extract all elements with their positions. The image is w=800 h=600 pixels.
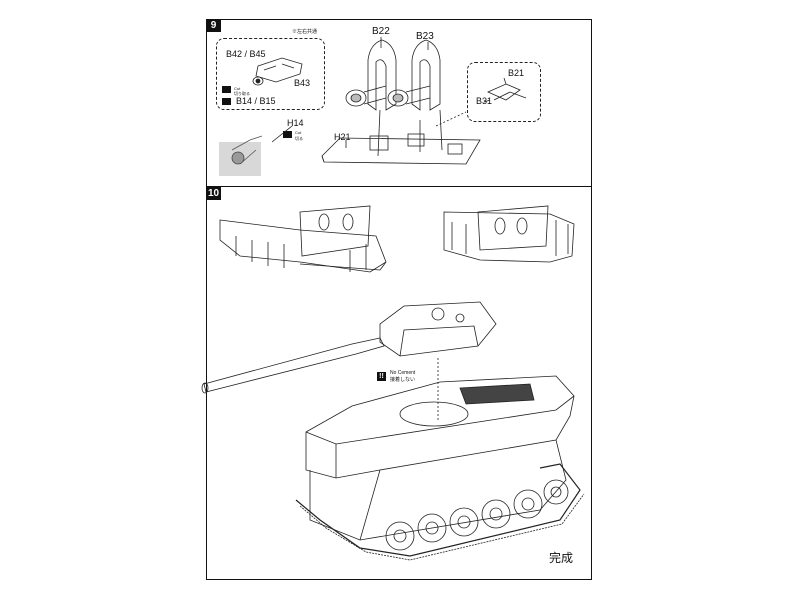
engine-deck-part-illustration (252, 57, 303, 86)
cut-label-en: Cut (234, 86, 241, 91)
hull-illustration (305, 375, 575, 541)
no-cement-label-en: No Cement (390, 370, 416, 376)
cut-icon-2 (283, 131, 292, 138)
exhaust-stack-b23-illustration (387, 39, 441, 111)
cut-label-jp: 切り取る (234, 91, 250, 96)
exhaust-stack-b22-illustration (345, 39, 397, 111)
periscope-part-illustration (483, 77, 527, 103)
main-gun-barrel (203, 337, 385, 393)
step-divider (206, 186, 592, 187)
part-label-b42-b45: B42 / B45 (226, 49, 266, 59)
turret-illustration (201, 301, 497, 394)
periscope-callout-box (467, 62, 541, 122)
rear-hull-detail-right (443, 205, 575, 263)
complete-label: 完成 (549, 551, 574, 565)
part-label-h21: H21 (334, 132, 351, 142)
track-and-road-wheels (295, 463, 585, 561)
rear-hull-detail-left (219, 205, 387, 273)
step-10-badge: 10 (206, 187, 221, 200)
part-label-b43: B43 (294, 78, 311, 88)
no-cement-label-jp: 接着しない (390, 377, 416, 383)
cut-icon (222, 86, 231, 93)
part-label-b23: B23 (416, 31, 434, 42)
subassembly-callout-box (216, 38, 325, 110)
part-label-b14-b15: B14 / B15 (236, 96, 276, 106)
instruction-frame (206, 19, 592, 580)
rear-hull-plate-illustration (321, 109, 481, 165)
step-9-badge: 9 (206, 19, 221, 32)
part-label-h14: H14 (287, 118, 304, 128)
cement-icon (222, 98, 231, 105)
part-label-b22: B22 (372, 26, 390, 37)
part-label-b31: B31 (476, 96, 493, 106)
cut-label-en-2: Cut (295, 130, 302, 135)
left-right-common-note: ※左右共通 (292, 29, 318, 35)
cut-label-jp-2: 切る (295, 136, 303, 141)
part-label-b21: B21 (508, 68, 525, 78)
no-cement-warning-icon: !! (377, 372, 386, 381)
